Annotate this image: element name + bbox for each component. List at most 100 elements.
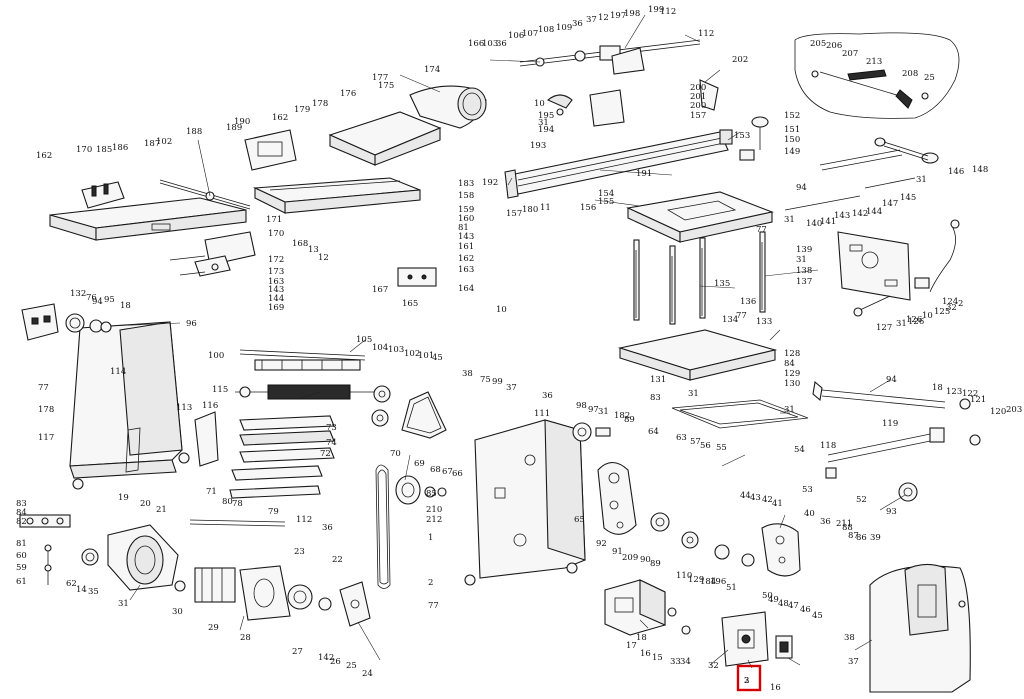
part-callout: 102 [404,349,420,359]
part-callout: 175 [378,81,394,91]
highlight-box[interactable]: 3 [736,664,762,692]
switch-box [604,579,666,636]
part-callout: 94 [796,183,807,193]
part-callout: 26 [330,657,341,667]
part-callout: 10 [922,311,933,321]
part-callout: 68 [430,465,441,475]
infeed-table [49,197,247,241]
part-callout: 76 [86,293,97,303]
part-callout: 31 [784,405,795,415]
part-callout: 191 [636,169,652,179]
part-callout: 163 [268,277,284,287]
part-callout: 59 [16,563,27,573]
part-callout: 132 [70,289,86,299]
part-callout: 148 [972,165,988,175]
part-callout: 174 [424,65,440,75]
part-callout: 72 [320,449,331,459]
part-callout: 66 [452,469,463,479]
part-callout: 13 [308,245,319,255]
cutterhead-shaft-top [519,39,701,75]
part-callout: 45 [812,611,823,621]
motor-cover [869,563,971,693]
outfeed-table [252,177,421,214]
roller-rods-right [784,137,939,211]
part-callout: 49 [768,595,779,605]
part-callout: 18 [636,633,647,643]
motor-flange [339,581,371,627]
part-callout: 121 [970,395,986,405]
part-callout: 77 [756,225,767,235]
part-callout: 185 [96,145,112,155]
gearbox-housing-right [761,523,801,577]
height-crank-bracket [546,89,625,127]
part-callout: 10 [534,99,545,109]
part-callout: 126 [906,315,922,325]
part-callout: 176 [340,89,356,99]
part-callout: 118 [820,441,836,451]
part-callout: 163 [458,265,474,275]
part-callout: 124 [942,297,958,307]
part-callout: 25 [346,661,357,671]
power-cord [929,219,960,293]
part-callout: 115 [212,385,228,395]
part-callout: 179 [294,105,310,115]
sprocket-gears [371,385,391,427]
part-callout: 77 [428,601,439,611]
part-callout: 25 [924,73,935,83]
part-callout: 57 [690,437,701,447]
part-callout: 73 [326,423,337,433]
part-callout: 98 [576,401,587,411]
part-callout: 11 [540,203,551,213]
switch-plate [721,611,769,667]
part-callout: 17 [626,641,637,651]
part-callout: 2 [744,676,749,686]
part-callout: 160 [458,214,474,224]
part-callout: 37 [586,15,597,25]
part-callout: 110 [676,571,692,581]
lower-carriage [617,329,778,381]
drive-pulley [395,475,447,505]
part-callout: 30 [172,607,183,617]
part-callout: 60 [16,551,27,561]
part-callout: 12 [598,13,609,23]
part-callout: 199 [648,5,664,15]
part-callout: 90 [640,555,651,565]
part-callout: 88 [842,523,853,533]
part-callout: 38 [844,633,855,643]
part-callout: 144 [866,207,882,217]
part-callout: 138 [796,266,812,276]
part-callout: 56 [700,441,711,451]
part-callout: 36 [496,39,507,49]
v-belt-drive [401,391,447,439]
part-callout: 78 [232,499,243,509]
part-callout: 15 [652,653,663,663]
right-side-panel [837,231,911,301]
adjust-lever [699,79,719,111]
part-callout: 42 [762,495,773,505]
part-callout: 125 [934,307,950,317]
part-callout: 52 [856,495,867,505]
part-callout: 16 [640,649,651,659]
part-callout: 61 [16,577,27,587]
part-callout: 197 [610,11,626,21]
part-callout: 142 [852,209,868,219]
part-callout: 105 [356,335,372,345]
part-callout: 31 [118,599,129,609]
side-bearing-cap [65,313,112,333]
part-callout: 109 [556,23,572,33]
part-callout: 146 [948,167,964,177]
upper-carriage [626,191,774,243]
part-callout: 41 [772,499,783,509]
part-callout: 43 [750,493,761,503]
part-callout: 155 [598,197,614,207]
part-callout: 112 [660,7,676,17]
part-callout: 80 [222,497,233,507]
part-callout: 69 [414,459,425,469]
gear-cover-plate [597,461,637,535]
part-callout: 104 [372,343,388,353]
outfeed-roller-shaft [189,519,286,527]
part-callout: 162 [458,254,474,264]
part-callout: 120 [990,407,1006,417]
